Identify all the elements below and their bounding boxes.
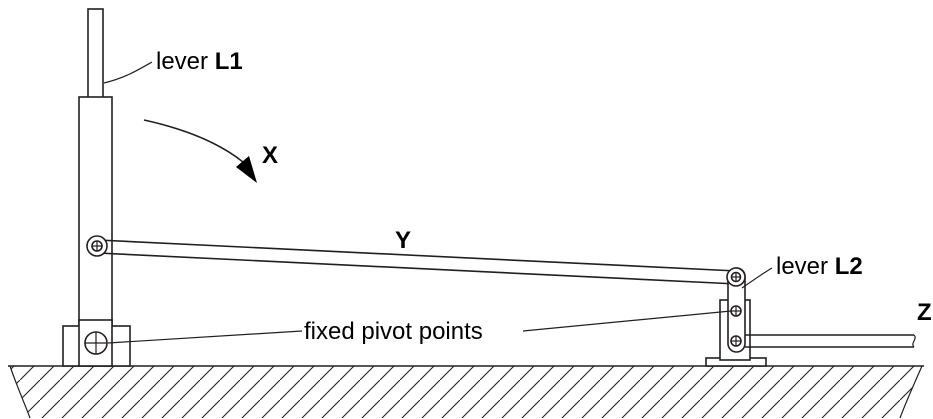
lever-l1-leader [103, 61, 153, 84]
motion-x-label: X [262, 142, 278, 169]
motion-arrow-x [143, 119, 257, 183]
ground [8, 365, 924, 419]
lever-l1-body [78, 96, 113, 356]
ground-left-edge [9, 365, 31, 419]
pivot-leader-right [522, 310, 732, 332]
lever-l2-assembly [705, 267, 767, 367]
pivot-leader-left [107, 330, 303, 344]
lever-l1-label: lever L1 [156, 48, 243, 75]
link-y-label: Y [395, 227, 411, 254]
fixed-pivot-points-label: fixed pivot points [304, 318, 483, 345]
lever-l1-assembly [62, 8, 131, 367]
leader-lines [103, 61, 773, 344]
lever-l2-label: lever L2 [776, 253, 863, 280]
link-y [86, 235, 738, 285]
output-rod-z [745, 334, 916, 348]
lever-l1-handle [87, 8, 104, 100]
ground-right-edge [899, 365, 923, 419]
link-y-bottom-edge [97, 252, 738, 285]
motion-arrow-head [236, 156, 257, 183]
lever-l2-leader [741, 267, 773, 289]
motion-arrow-curve [143, 119, 244, 163]
output-z-label: Z [917, 299, 932, 326]
link-y-top-edge [97, 239, 738, 272]
